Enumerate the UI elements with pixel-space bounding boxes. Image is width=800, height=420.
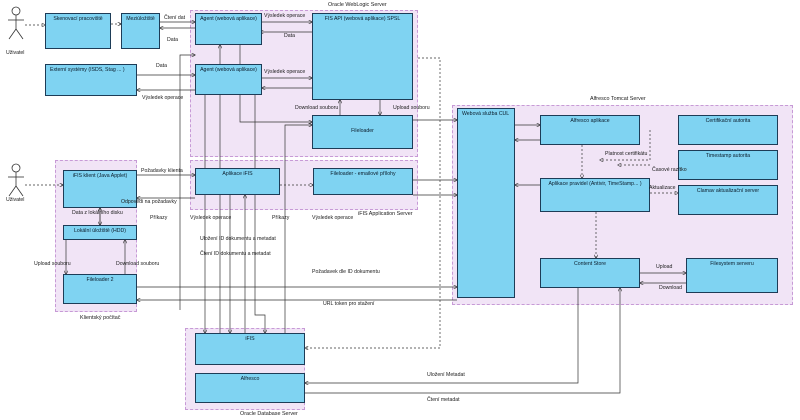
edge-label-prikazy1: Příkazy	[150, 215, 168, 221]
edge-label-vysledek-operace2: Výsledek operace	[142, 95, 184, 101]
agent2-box[interactable]: Agent (webová aplikace)	[195, 64, 262, 95]
edge-label-prikazy2: Příkazy	[272, 215, 290, 221]
fileloader2-box[interactable]: Fileloader 2	[63, 274, 137, 304]
filesystem-box[interactable]: Filesystem serveru	[686, 258, 778, 293]
ifis-klient-box[interactable]: iFIS klient (Java Applet)	[63, 170, 137, 208]
edge-label-upload-souboru1: Upload souboru	[393, 105, 430, 111]
edge-label-upload-souboru2: Upload souboru	[34, 261, 71, 267]
edge-label-aktualizace: Aktualizace	[649, 185, 676, 191]
user-top-icon	[8, 6, 24, 40]
region-weblogic-title: Oracle WebLogic Server	[328, 2, 387, 8]
externi-box[interactable]: Externí systémy (ISDS, Stag ... )	[45, 64, 137, 96]
edge-label-vysledek-operace4: Výsledek operace	[190, 215, 232, 221]
skenovaci-box[interactable]: Skenovací pracoviště	[45, 13, 111, 49]
region-tomcat-title: Alfresco Tomcat Server	[590, 96, 646, 102]
edge-label-platnost-certifikatu: Platnost certifikátu	[605, 151, 648, 157]
user-top-label: Uživatel	[6, 50, 25, 56]
user-bottom-icon	[8, 163, 24, 197]
edge-label-pozadavek-dle-id: Požadavek dle ID dokumentu	[312, 269, 380, 275]
agent1-box[interactable]: Agent (webová aplikace)	[195, 13, 262, 45]
clamav-box[interactable]: Clamav aktualizační server	[678, 185, 778, 215]
alfresco-app-box[interactable]: Alfresco aplikace	[540, 115, 640, 145]
ifis-db-box[interactable]: iFIS	[195, 333, 305, 365]
edge-label-download: Download	[659, 285, 683, 291]
content-store-box[interactable]: Content Store	[540, 258, 640, 288]
edge-label-vysledek-operace5: Výsledek operace	[312, 215, 354, 221]
mezi-box[interactable]: Meziúložiště	[121, 13, 160, 49]
edge-label-cteni-metadat: Čtení metadat	[427, 397, 460, 403]
lokalni-box[interactable]: Lokální úložiště (HDD)	[63, 225, 137, 240]
edge-label-download-souboru2: Download souboru	[116, 261, 160, 267]
edge-label-download-souboru1: Download souboru	[295, 105, 339, 111]
edge-label-casove-razitko: Časové razítko	[652, 167, 687, 173]
fisapi-box[interactable]: FIS API (webová aplikace) SPSL	[312, 13, 413, 100]
edge-label-cteni-id: Čtení ID dokumentu a metadat	[200, 251, 271, 257]
region-client-title: Klientský počítač	[80, 315, 121, 321]
cert-autorita-box[interactable]: Certifikační autorita	[678, 115, 778, 145]
region-database-title: Oracle Database Server	[240, 411, 298, 417]
edge-label-url-token: URL token pro stažení	[323, 301, 375, 307]
edge-label-upload: Upload	[656, 264, 673, 270]
aplikace-ifis-box[interactable]: Aplikace iFIS	[195, 168, 280, 195]
webova-sluzba-box[interactable]: Webová služba CUL	[457, 108, 515, 298]
edge-label-data-z-lokalniho: Data z lokálního disku	[72, 210, 123, 216]
fileloader-emails-box[interactable]: Fileloader - emailové přílohy	[313, 168, 413, 195]
edge-label-ulozeni-metadat: Uložení Metadat	[427, 372, 465, 378]
edge-label-vysledek-operace1: Výsledek operace	[264, 13, 306, 19]
edge-label-data1: Data	[167, 37, 178, 43]
edge-label-data2: Data	[284, 33, 295, 39]
edge-label-pozadavky-klienta: Požadavky klienta	[141, 168, 183, 174]
aplikace-pravidel-box[interactable]: Aplikace pravidel (Antivir, TimeStamp...…	[540, 178, 650, 212]
region-ifis-app-title: iFIS Application Server	[358, 211, 413, 217]
alfresco-db-box[interactable]: Alfresco	[195, 373, 305, 403]
user-bottom-label: Uživatel	[6, 197, 25, 203]
fileloader-wl-box[interactable]: Fileloader	[312, 115, 413, 149]
edge-label-data3: Data	[156, 63, 167, 69]
edge-label-ulozeni-id: Uložení ID dokumentu a metadat	[200, 236, 276, 242]
edge-label-vysledek-operace3: Výsledek operace	[264, 69, 306, 75]
edge-label-cteni-dat: Čtení dat	[164, 15, 186, 21]
timestamp-box[interactable]: Timestamp autorita	[678, 150, 778, 180]
edge-label-odpovedi: Odpovědi na požadavky	[121, 199, 177, 205]
